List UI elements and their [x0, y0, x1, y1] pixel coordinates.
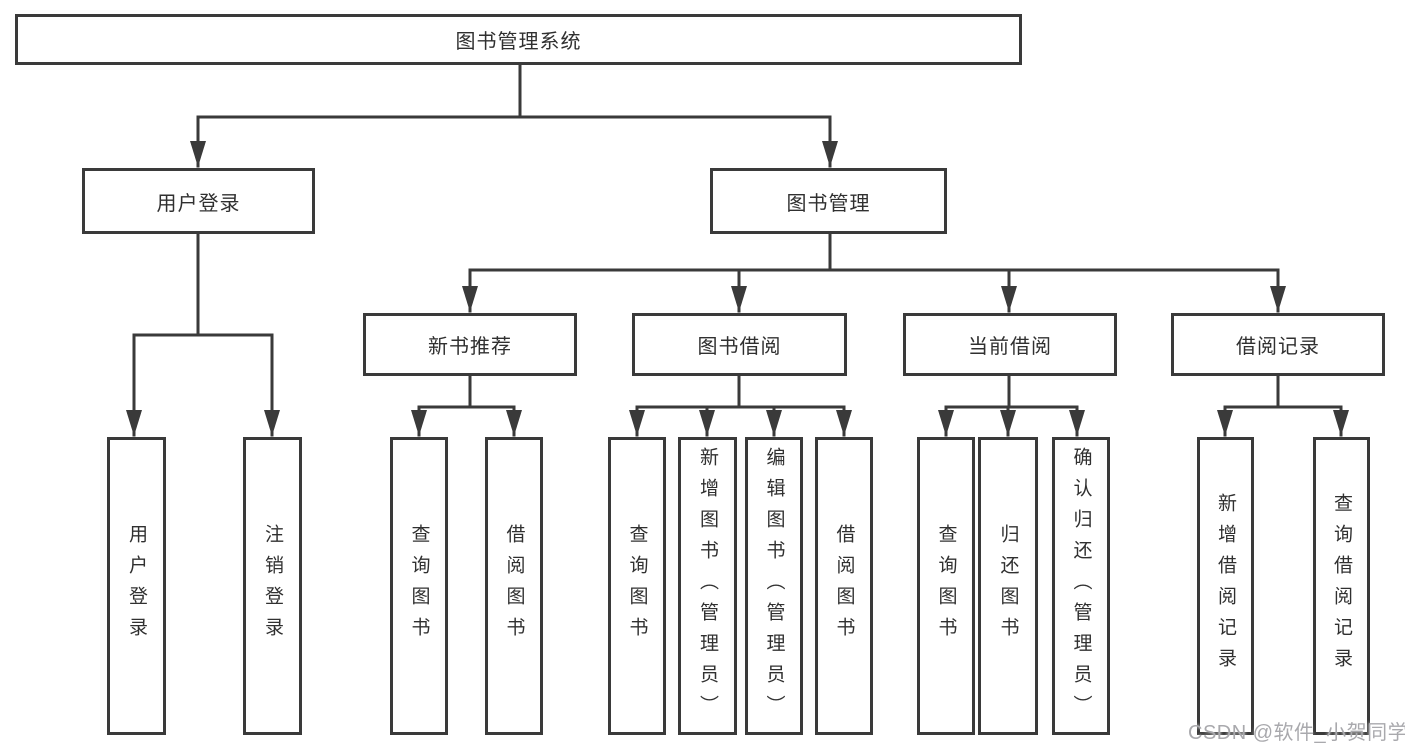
connector-new-book-group — [411, 374, 522, 437]
connector-root-to-level2 — [190, 63, 838, 168]
leaf-user-login-label: 用户登录 — [126, 524, 147, 648]
connector-borrow-records-group — [1217, 374, 1349, 437]
leaf-current-confirm-return-admin: 确认归还（管理员） — [1052, 437, 1110, 735]
leaf-newbook-borrow-book-label: 借阅图书 — [503, 524, 525, 648]
leaf-user-login: 用户登录 — [107, 437, 166, 735]
node-user-login-label: 用户登录 — [156, 192, 241, 215]
node-current-borrow: 当前借阅 — [903, 313, 1117, 376]
node-current-borrow-label: 当前借阅 — [968, 336, 1052, 358]
node-new-book-recommend: 新书推荐 — [363, 313, 577, 376]
leaf-current-return-book-label: 归还图书 — [997, 524, 1019, 648]
node-root: 图书管理系统 — [15, 14, 1022, 65]
leaf-logout-label: 注销登录 — [262, 524, 283, 648]
leaf-newbook-borrow-book: 借阅图书 — [485, 437, 543, 735]
leaf-borrow-query-book-label: 查询图书 — [626, 524, 648, 648]
leaf-records-add-record-label: 新增借阅记录 — [1215, 493, 1236, 679]
node-new-book-recommend-label: 新书推荐 — [428, 336, 512, 358]
leaf-borrow-add-book-admin-label: 新增图书（管理员） — [697, 446, 718, 726]
connector-book-management-group — [462, 232, 1286, 313]
connector-current-borrow-group — [938, 374, 1085, 437]
leaf-borrow-edit-book-admin: 编辑图书（管理员） — [745, 437, 803, 735]
node-user-login: 用户登录 — [82, 168, 315, 234]
leaf-borrow-borrow-book: 借阅图书 — [815, 437, 873, 735]
node-book-borrow-label: 图书借阅 — [697, 336, 782, 358]
leaf-newbook-query-book-label: 查询图书 — [408, 524, 430, 648]
leaf-records-query-record: 查询借阅记录 — [1313, 437, 1370, 735]
leaf-logout: 注销登录 — [243, 437, 302, 735]
node-borrow-records: 借阅记录 — [1171, 313, 1385, 376]
leaf-newbook-query-book: 查询图书 — [390, 437, 448, 735]
leaf-borrow-query-book: 查询图书 — [608, 437, 666, 735]
leaf-current-query-book-label: 查询图书 — [935, 524, 957, 648]
leaf-current-return-book: 归还图书 — [978, 437, 1038, 735]
connector-user-login-group — [126, 232, 280, 437]
leaf-current-confirm-return-admin-label: 确认归还（管理员） — [1070, 446, 1092, 726]
leaf-records-add-record: 新增借阅记录 — [1197, 437, 1254, 735]
node-root-label: 图书管理系统 — [455, 31, 582, 53]
leaf-current-query-book: 查询图书 — [917, 437, 975, 735]
leaf-borrow-edit-book-admin-label: 编辑图书（管理员） — [763, 446, 785, 726]
connector-book-borrow-group — [629, 374, 852, 437]
csdn-watermark: CSDN @软件_小贺同学 — [1188, 722, 1405, 744]
leaf-borrow-add-book-admin: 新增图书（管理员） — [678, 437, 737, 735]
node-borrow-records-label: 借阅记录 — [1236, 336, 1320, 358]
leaf-borrow-borrow-book-label: 借阅图书 — [833, 524, 855, 648]
node-book-management: 图书管理 — [710, 168, 947, 234]
node-book-management-label: 图书管理 — [786, 192, 871, 215]
leaf-records-query-record-label: 查询借阅记录 — [1331, 493, 1352, 679]
node-book-borrow: 图书借阅 — [632, 313, 847, 376]
